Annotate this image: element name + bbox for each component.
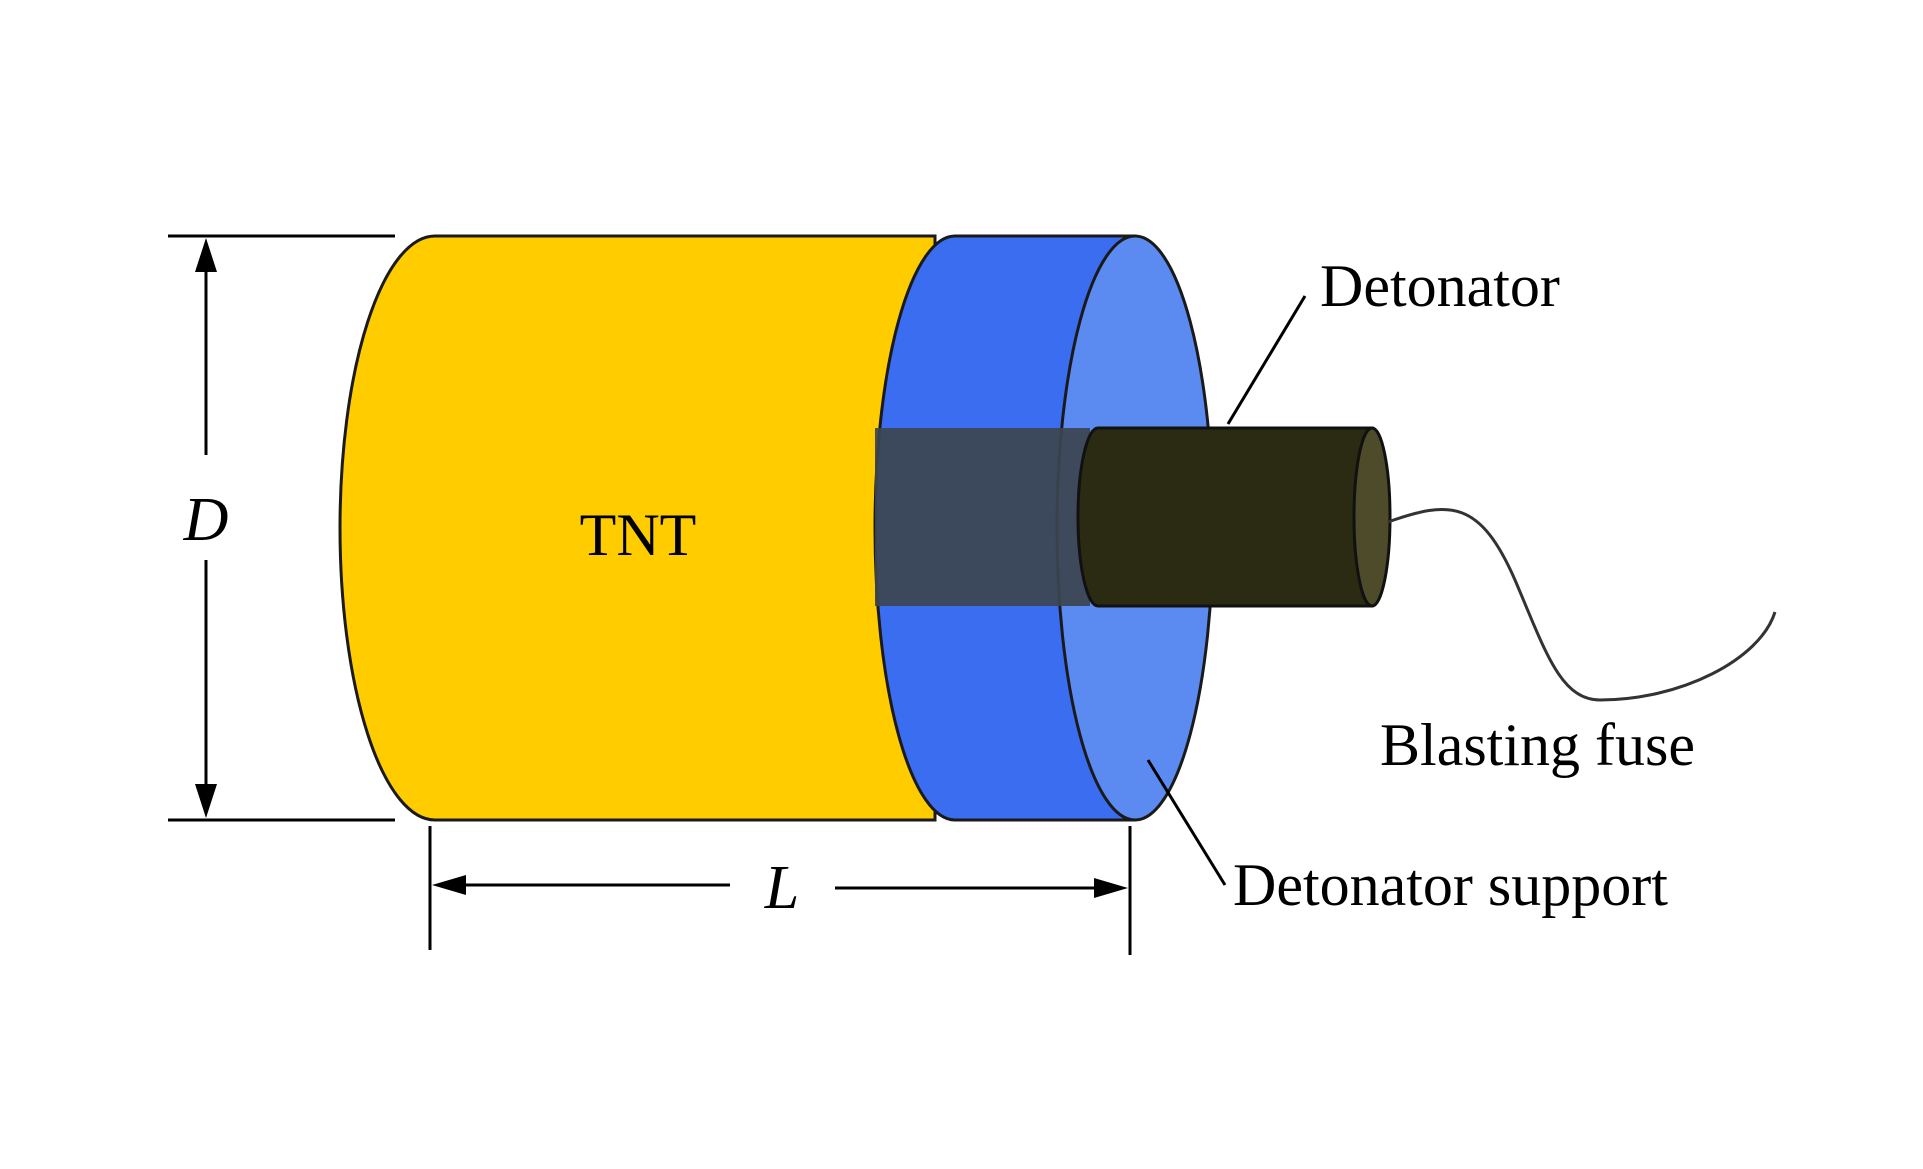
detonator-body — [1076, 426, 1374, 608]
diameter-arrow-up-icon — [195, 238, 217, 272]
diameter-arrow-down-icon — [195, 784, 217, 818]
length-label: L — [764, 854, 799, 922]
detonator-end — [1352, 426, 1392, 608]
detonator-support-leader-line — [1146, 759, 1227, 886]
detonator-leader-line — [1226, 295, 1307, 425]
detonator-label: Detonator — [1320, 253, 1560, 319]
diameter-label: D — [183, 486, 229, 554]
detonator-support-label: Detonator support — [1233, 852, 1668, 918]
tnt-label: TNT — [580, 502, 697, 568]
length-arrow-left-icon — [432, 875, 466, 895]
tnt-cylinder — [338, 234, 937, 822]
embedded-detonator — [875, 428, 1090, 606]
blasting-fuse-label: Blasting fuse — [1380, 712, 1695, 778]
blasting-fuse-wire — [1387, 507, 1777, 702]
length-arrow-right-icon — [1094, 878, 1128, 898]
